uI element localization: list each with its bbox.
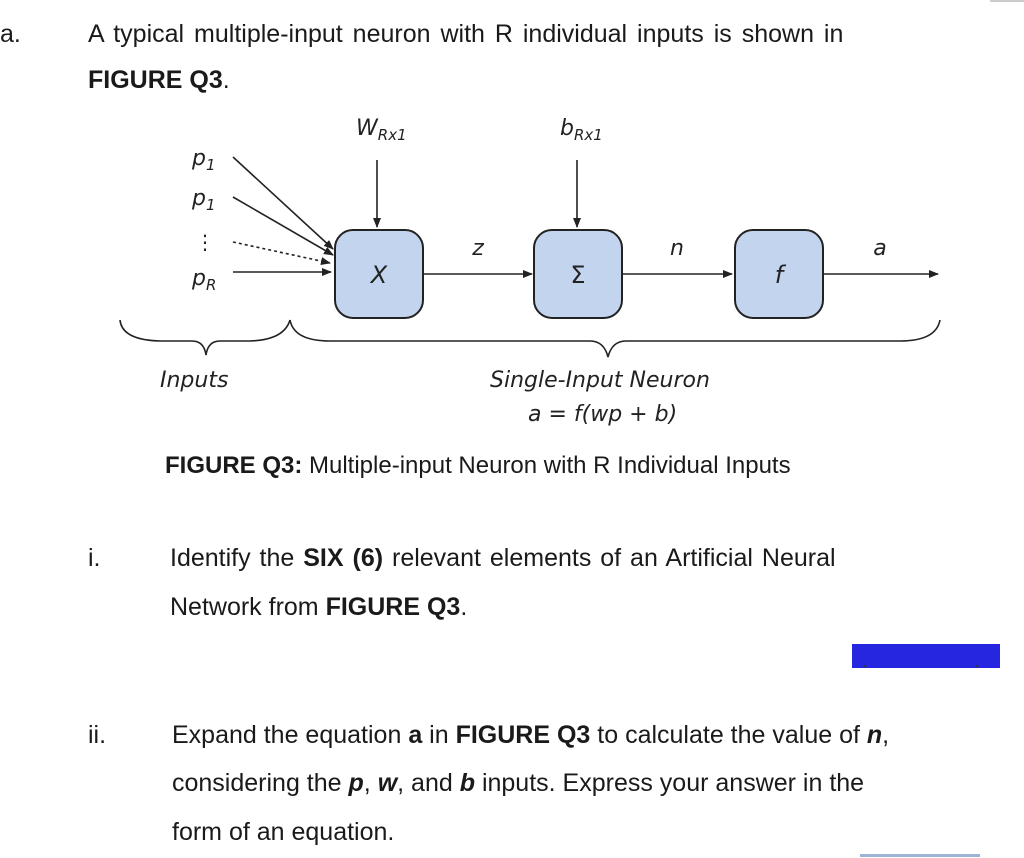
question-line-1: A typical multiple-input neuron with R i… bbox=[88, 20, 844, 48]
part-ii-line-2: considering the p, w, and b inputs. Expr… bbox=[172, 769, 865, 797]
inputs-brace bbox=[119, 319, 291, 356]
neuron-equation: a = f(wp + b) bbox=[528, 402, 677, 427]
neuron-caption: Single-Input Neuron bbox=[490, 368, 710, 393]
part-i-label: i. bbox=[88, 544, 101, 572]
part-ii-line-3: form of an equation. bbox=[172, 818, 395, 846]
input-dots: ⋮ bbox=[195, 230, 215, 254]
output-label: a bbox=[873, 236, 886, 261]
question-label: a. bbox=[0, 20, 21, 48]
bias-label: bRx1 bbox=[560, 116, 603, 144]
figure-caption: FIGURE Q3: Multiple-input Neuron with R … bbox=[165, 452, 791, 480]
figure-ref: FIGURE Q3 bbox=[88, 66, 223, 94]
z-label: z bbox=[471, 236, 484, 261]
input-p1-a: p1 bbox=[191, 146, 216, 174]
page-edge-mark bbox=[990, 0, 1024, 2]
sum-symbol: Σ bbox=[570, 261, 585, 289]
part-ii-line-1: Expand the equation a in FIGURE Q3 to ca… bbox=[172, 721, 890, 749]
input-pr: pR bbox=[191, 266, 216, 294]
input-arrow-1 bbox=[232, 156, 334, 250]
redaction-edge bbox=[864, 665, 978, 667]
period: . bbox=[222, 66, 230, 94]
input-arrow-dotted bbox=[232, 241, 331, 266]
part-ii-label: ii. bbox=[88, 721, 107, 749]
neuron-diagram: p1 p1 ⋮ pR WRx1 X z bRx1 Σ n f a Inputs … bbox=[119, 116, 941, 427]
multiply-symbol: X bbox=[369, 261, 388, 289]
question-line-2: FIGURE Q3. bbox=[88, 68, 230, 93]
input-p1-b: p1 bbox=[191, 186, 216, 214]
caption-bold: FIGURE Q3: bbox=[165, 452, 303, 479]
inputs-caption: Inputs bbox=[160, 368, 228, 393]
input-arrow-2 bbox=[232, 196, 334, 256]
weight-label: WRx1 bbox=[356, 116, 407, 144]
n-label: n bbox=[670, 236, 684, 261]
caption-text: Multiple-input Neuron with R Individual … bbox=[302, 452, 791, 479]
neuron-brace bbox=[289, 319, 941, 358]
part-i-line-1: Identify the SIX (6) relevant elements o… bbox=[170, 544, 836, 572]
redaction-block bbox=[852, 644, 1000, 668]
page-bottom-mark bbox=[860, 854, 980, 857]
part-i-line-2: Network from FIGURE Q3. bbox=[170, 593, 468, 621]
